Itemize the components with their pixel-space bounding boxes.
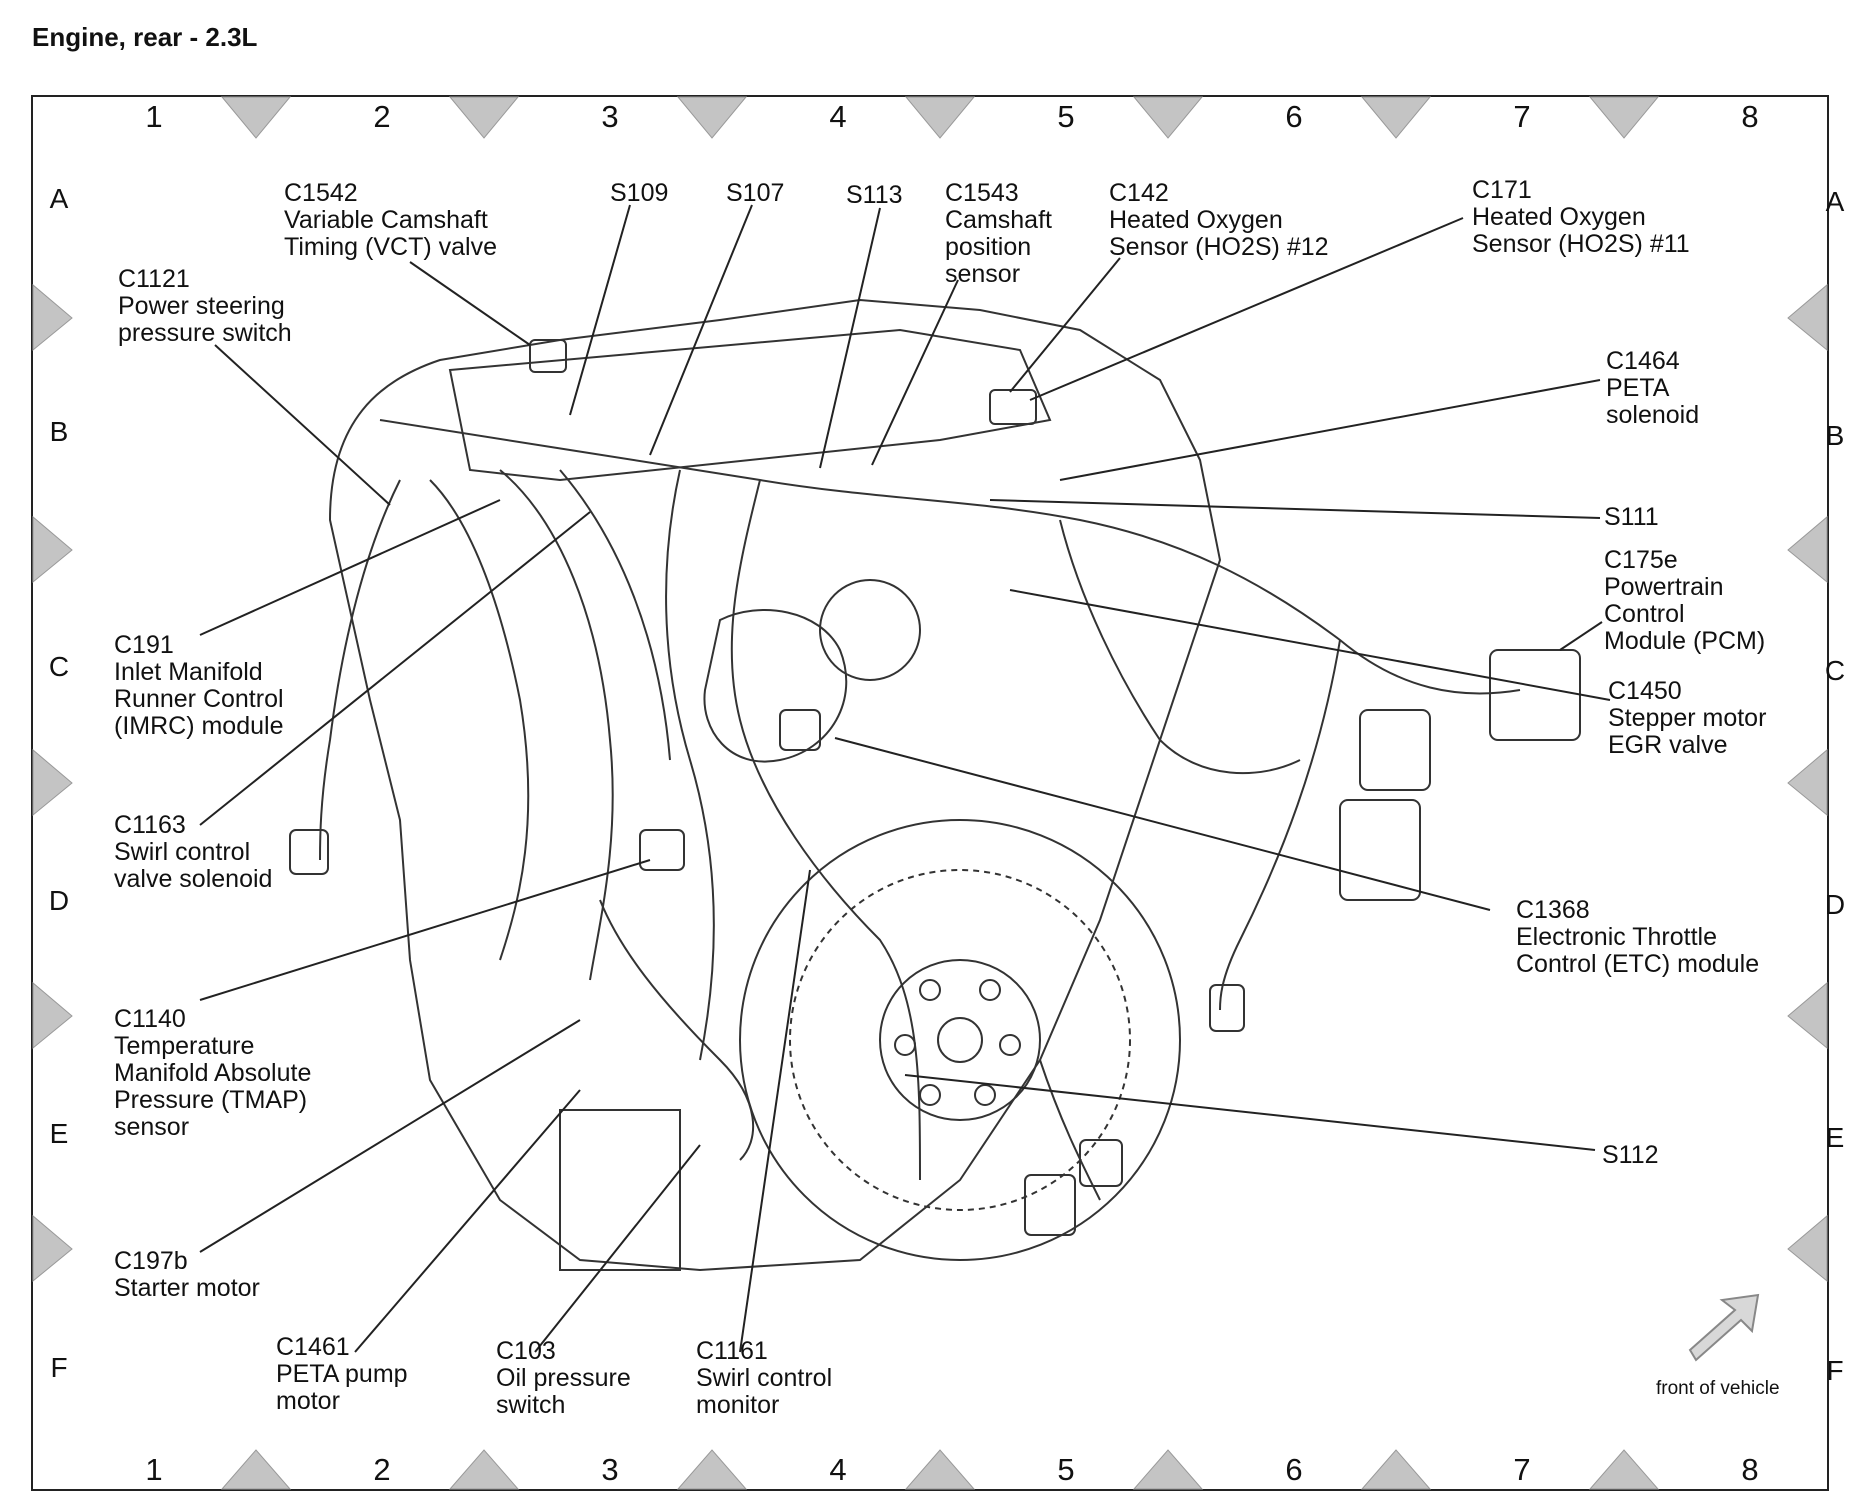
label-c1543: C1543 Camshaft position sensor	[945, 179, 1052, 288]
label-c1121: C1121 Power steering pressure switch	[118, 265, 292, 347]
label-c197b: C197b Starter motor	[114, 1247, 260, 1302]
label-c142: C142 Heated Oxygen Sensor (HO2S) #12	[1109, 179, 1329, 261]
connector-mid	[779, 709, 821, 751]
flywheel	[739, 819, 1181, 1261]
grid-col-bottom-3: 3	[601, 1452, 619, 1487]
grid-row-left-c: C	[48, 651, 70, 682]
label-c103: C103 Oil pressure switch	[496, 1337, 631, 1419]
grid-col-top-8: 8	[1741, 99, 1759, 134]
grid-col-top-2: 2	[373, 99, 391, 134]
label-c191: C191 Inlet Manifold Runner Control (IMRC…	[114, 631, 284, 740]
label-c171: C171 Heated Oxygen Sensor (HO2S) #11	[1472, 176, 1690, 258]
flywheel-hub	[879, 959, 1041, 1121]
grid-row-left-b: B	[49, 416, 69, 447]
label-c1450: C1450 Stepper motor EGR valve	[1608, 677, 1767, 759]
engine-illustration	[289, 298, 1581, 1272]
label-s109: S109	[610, 179, 669, 207]
grid-col-bottom-1: 1	[145, 1452, 163, 1487]
grid-col-bottom-4: 4	[829, 1452, 847, 1487]
label-s111: S111	[1604, 503, 1659, 531]
grid-markers	[32, 96, 1828, 1490]
grid-row-right-c: C	[1824, 655, 1846, 686]
grid-row-left-d: D	[48, 885, 70, 916]
connector-ho2s	[989, 389, 1037, 425]
label-s107: S107	[726, 179, 785, 207]
grid-col-top-1: 1	[145, 99, 163, 134]
grid-row-right-f: F	[1826, 1355, 1844, 1386]
label-c1163: C1163 Swirl control valve solenoid	[114, 811, 273, 893]
grid-row-left-e: E	[49, 1118, 69, 1149]
connector-c1121	[529, 339, 567, 373]
grid-row-right-b: B	[1825, 420, 1845, 451]
grid-row-right-a: A	[1825, 186, 1845, 217]
label-c1161: C1161 Swirl control monitor	[696, 1337, 833, 1419]
throttle-body	[703, 609, 848, 763]
grid-col-top-3: 3	[601, 99, 619, 134]
valve-cover	[448, 328, 1052, 482]
label-c1542: C1542 Variable Camshaft Timing (VCT) val…	[284, 179, 497, 261]
connector-c1450	[1359, 709, 1431, 791]
label-c175e: C175e Powertrain Control Module (PCM)	[1604, 546, 1766, 655]
page-title: Engine, rear - 2.3L	[32, 22, 258, 52]
connector-c1140	[639, 829, 685, 871]
connector-c1163	[289, 829, 329, 875]
grid-col-bottom-5: 5	[1057, 1452, 1075, 1487]
grid-col-top-4: 4	[829, 99, 847, 134]
connector-bottom-left	[1209, 984, 1245, 1032]
grid-col-bottom-8: 8	[1741, 1452, 1759, 1487]
oil-filter	[559, 1109, 681, 1271]
grid-col-top-7: 7	[1513, 99, 1531, 134]
grid-col-bottom-6: 6	[1285, 1452, 1303, 1487]
exhaust-port	[819, 579, 921, 681]
grid-row-left-a: A	[49, 183, 69, 214]
label-c1140: C1140 Temperature Manifold Absolute Pres…	[114, 1005, 312, 1141]
label-c1368: C1368 Electronic Throttle Control (ETC) …	[1516, 896, 1760, 978]
connector-c175e	[1489, 649, 1581, 741]
engine-block-outline	[328, 298, 1222, 1272]
grid-row-right-d: D	[1824, 889, 1846, 920]
grid-col-bottom-7: 7	[1513, 1452, 1531, 1487]
connector-e-1	[1079, 1139, 1123, 1187]
label-s113: S113	[846, 181, 903, 209]
grid-row-right-e: E	[1825, 1122, 1845, 1153]
connector-c1368	[1339, 799, 1421, 901]
label-s112: S112	[1602, 1141, 1659, 1169]
label-c1464: C1464 PETA solenoid	[1606, 347, 1700, 429]
grid-col-bottom-2: 2	[373, 1452, 391, 1487]
grid-col-top-5: 5	[1057, 99, 1075, 134]
wiring-harness	[379, 419, 1521, 695]
front-of-vehicle-arrow	[1688, 1293, 1760, 1362]
grid-col-top-6: 6	[1285, 99, 1303, 134]
label-c1461: C1461 PETA pump motor	[276, 1333, 408, 1415]
diagram-frame	[31, 95, 1829, 1491]
leader-lines	[199, 204, 1611, 1353]
front-of-vehicle-note: front of vehicle	[1656, 1378, 1780, 1399]
grid-row-left-f: F	[50, 1352, 68, 1383]
connector-e-2	[1024, 1174, 1076, 1236]
intake-manifold	[429, 479, 530, 961]
